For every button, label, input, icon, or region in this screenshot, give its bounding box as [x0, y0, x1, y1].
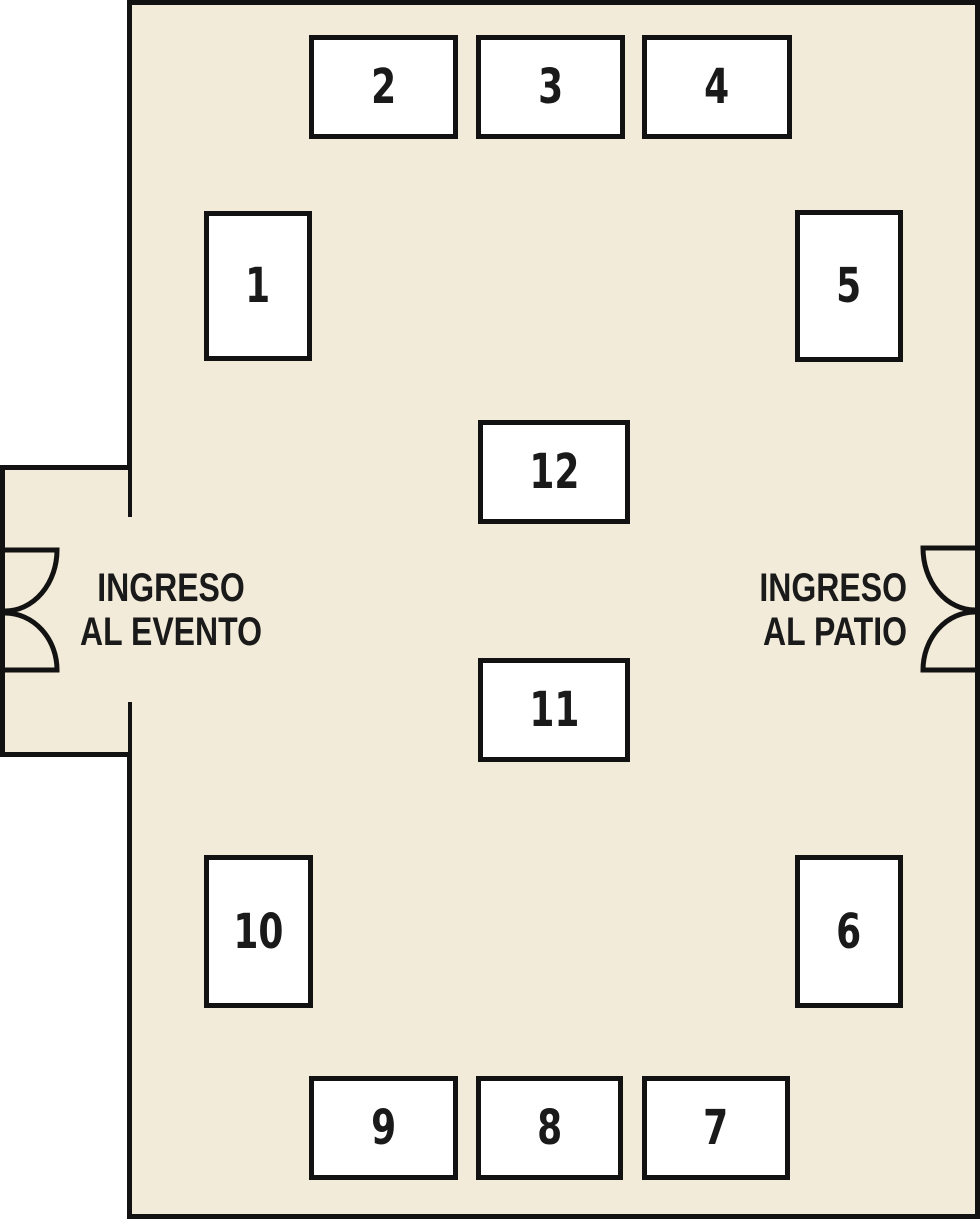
booth-10: 10	[204, 855, 313, 1008]
booth-9: 9	[309, 1076, 458, 1180]
booth-7: 7	[642, 1076, 790, 1180]
booth-12: 12	[478, 420, 630, 524]
booth-3-label: 3	[537, 59, 564, 115]
booth-2-label: 2	[370, 59, 397, 115]
left-entrance-line1: INGRESO	[97, 566, 245, 610]
booth-1: 1	[204, 211, 312, 361]
booth-11: 11	[478, 658, 630, 762]
right-entrance-label: INGRESO AL PATIO	[723, 566, 907, 654]
booth-8: 8	[476, 1076, 623, 1180]
booth-4-label: 4	[704, 59, 730, 115]
booth-4: 4	[642, 35, 792, 139]
booth-5: 5	[795, 210, 903, 362]
booth-11-label: 11	[528, 682, 580, 738]
booth-5-label: 5	[836, 258, 862, 314]
wall-opening	[125, 517, 135, 702]
right-entrance-line1: INGRESO	[759, 566, 907, 610]
left-entrance-label: INGRESO AL EVENTO	[79, 566, 263, 654]
booth-8-label: 8	[536, 1100, 563, 1156]
booth-1-label: 1	[245, 258, 271, 314]
left-entrance-line2: AL EVENTO	[80, 610, 262, 654]
event-hall	[127, 0, 980, 1219]
booth-3: 3	[476, 35, 625, 139]
booth-2: 2	[309, 35, 458, 139]
booth-7-label: 7	[703, 1100, 729, 1156]
booth-9-label: 9	[370, 1100, 397, 1156]
booth-6-label: 6	[836, 903, 862, 960]
booth-6: 6	[795, 855, 903, 1008]
booth-10-label: 10	[233, 903, 284, 960]
right-entrance-line2: AL PATIO	[763, 610, 907, 654]
booth-12-label: 12	[528, 444, 580, 500]
